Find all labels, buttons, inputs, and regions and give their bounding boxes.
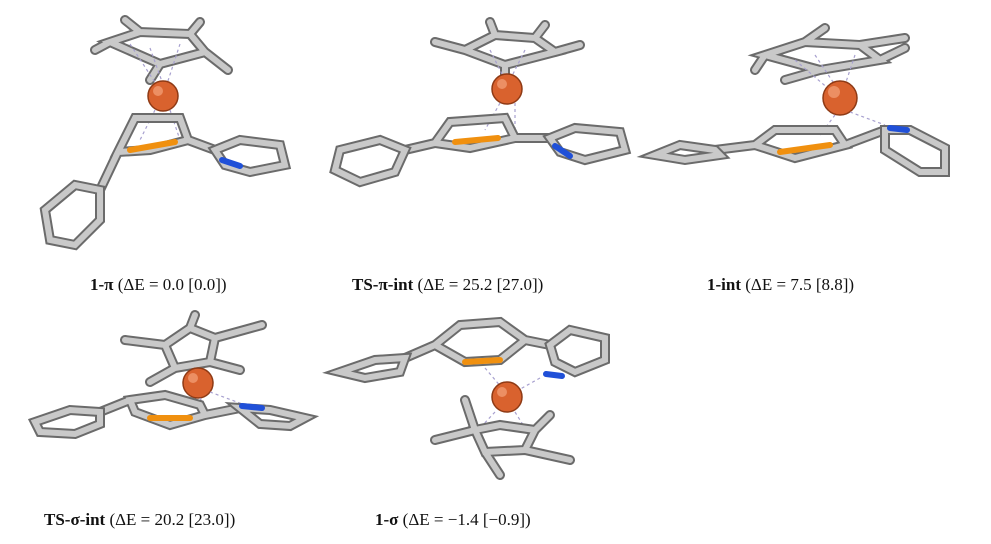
phosphinine-ring xyxy=(95,389,245,431)
caption-rest: (ΔE = 20.2 [23.0]) xyxy=(105,510,236,529)
metal-atom xyxy=(822,80,858,116)
metal-atom xyxy=(147,80,179,112)
structure-1-pi: 1-π (ΔE = 0.0 [0.0]) xyxy=(0,0,330,294)
pyridine-ring xyxy=(543,324,610,379)
caption-bold: 1-int xyxy=(707,275,741,294)
caption-bold: TS-π-int xyxy=(352,275,414,294)
caption-1-pi: 1-π (ΔE = 0.0 [0.0]) xyxy=(90,275,227,295)
caption-bold: TS-σ-int xyxy=(44,510,106,529)
caption-ts-sigma-int: TS-σ-int (ΔE = 20.2 [23.0]) xyxy=(44,510,235,530)
caption-rest: (ΔE = 7.5 [8.8]) xyxy=(741,275,855,294)
phosphinine-ring xyxy=(95,113,220,195)
caption-ts-pi-int: TS-π-int (ΔE = 25.2 [27.0]) xyxy=(352,275,543,295)
cp-star-ring xyxy=(430,17,585,85)
cp-star-ring xyxy=(430,395,575,480)
cp-star-ring xyxy=(747,23,910,85)
phosphinine-ring xyxy=(400,112,555,155)
pyridine-ring xyxy=(542,122,632,166)
caption-rest: (ΔE = 25.2 [27.0]) xyxy=(413,275,544,294)
caption-bold: 1-π xyxy=(90,275,114,294)
phosphinine-ring xyxy=(400,316,555,368)
caption-rest: (ΔE = −1.4 [−0.9]) xyxy=(398,510,531,529)
structure-ts-sigma-int: TS-σ-int (ΔE = 20.2 [23.0]) xyxy=(0,300,330,544)
phenyl-ring xyxy=(636,139,731,166)
pyridine-ring xyxy=(224,401,320,432)
cp-star-ring xyxy=(120,310,267,387)
structure-1-sigma: 1-σ (ΔE = −1.4 [−0.9]) xyxy=(320,300,650,544)
phosphinine-ring xyxy=(710,125,890,164)
caption-rest: (ΔE = 0.0 [0.0]) xyxy=(113,275,227,294)
caption-1-int: 1-int (ΔE = 7.5 [8.8]) xyxy=(707,275,854,295)
metal-atom xyxy=(182,367,214,399)
metal-atom xyxy=(491,73,523,105)
structure-1-int: 1-int (ΔE = 7.5 [8.8]) xyxy=(636,0,991,294)
pyridine-ring xyxy=(207,134,292,178)
caption-bold: 1-σ xyxy=(375,510,399,529)
metal-atom xyxy=(491,381,523,413)
phenyl-ring xyxy=(329,134,412,188)
structure-ts-pi-int: TS-π-int (ΔE = 25.2 [27.0]) xyxy=(320,0,650,294)
cp-star-ring xyxy=(90,15,233,85)
phenyl-ring xyxy=(39,179,105,251)
caption-1-sigma: 1-σ (ΔE = −1.4 [−0.9]) xyxy=(375,510,531,530)
phenyl-ring xyxy=(322,352,413,384)
pyridine-ring xyxy=(880,125,950,177)
phenyl-ring xyxy=(27,404,105,440)
